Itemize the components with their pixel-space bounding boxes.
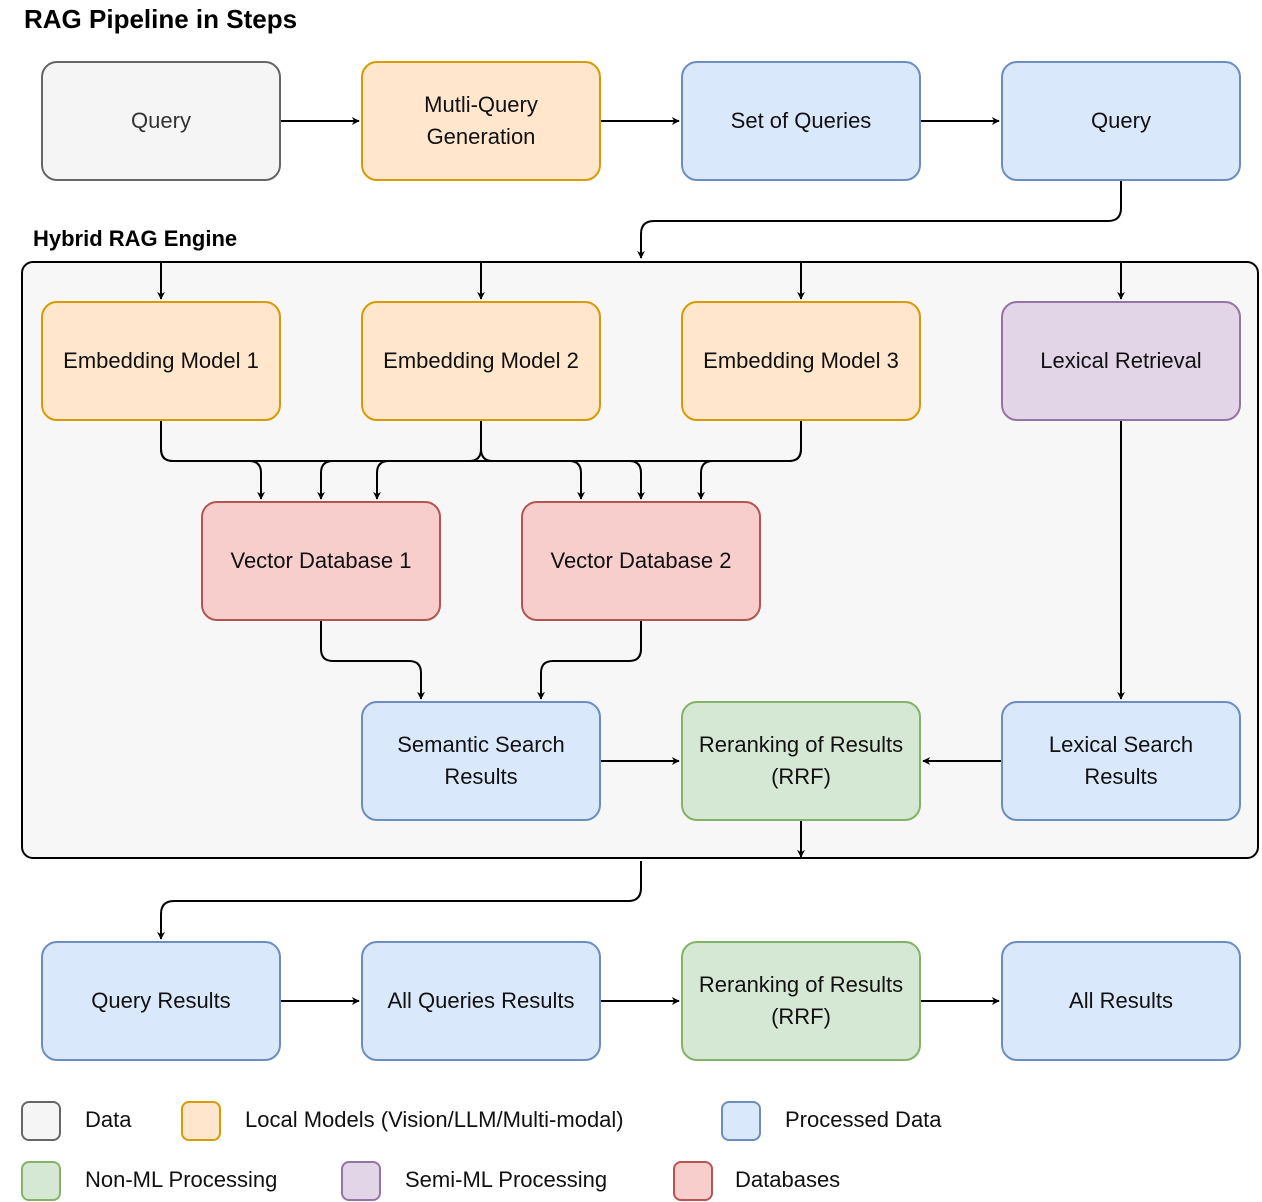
multi-query-generation-node[interactable]: Mutli-Query Generation xyxy=(361,61,601,181)
reranking-inner-node[interactable]: Reranking of Results (RRF) xyxy=(681,701,921,821)
vector-database-1-label: Vector Database 1 xyxy=(230,548,412,573)
query-results-label: Query Results xyxy=(91,988,231,1013)
query-results-node[interactable]: Query Results xyxy=(41,941,281,1061)
lexical-retrieval-node[interactable]: Lexical Retrieval xyxy=(1001,301,1241,421)
embedding-model-3-node[interactable]: Embedding Model 3 xyxy=(681,301,921,421)
arrow-emb1-to-vdb2 xyxy=(160,421,585,500)
embedding-model-1-node[interactable]: Embedding Model 1 xyxy=(41,301,281,421)
vector-database-2-label: Vector Database 2 xyxy=(550,548,732,573)
semantic-search-results-label: Semantic Search Results xyxy=(397,732,565,789)
legend-label-local-models: Local Models (Vision/LLM/Multi-modal) xyxy=(245,1107,624,1132)
embedding-model-1-label: Embedding Model 1 xyxy=(63,348,259,373)
legend-label-non-ml: Non-ML Processing xyxy=(85,1167,278,1192)
lexical-search-results-node[interactable]: Lexical Search Results xyxy=(1001,701,1241,821)
embedding-model-3-label: Embedding Model 3 xyxy=(703,348,899,373)
set-of-queries-label: Set of Queries xyxy=(730,108,872,133)
vector-database-2-node[interactable]: Vector Database 2 xyxy=(521,501,761,621)
embedding-model-2-label: Embedding Model 2 xyxy=(383,348,579,373)
semantic-search-results-node[interactable]: Semantic Search Results xyxy=(361,701,601,821)
legend-swatch-local-models xyxy=(181,1101,221,1141)
legend-swatch-semi-ml xyxy=(341,1161,381,1201)
arrow-emb2-to-vdb2 xyxy=(480,421,645,500)
legend-swatch-processed-data xyxy=(721,1101,761,1141)
query-input-node[interactable]: Query xyxy=(41,61,281,181)
engine-title: Hybrid RAG Engine xyxy=(33,226,238,251)
all-results-node[interactable]: All Results xyxy=(1001,941,1241,1061)
arrow-query-to-engine xyxy=(637,181,1122,259)
reranking-inner-label: Reranking of Results (RRF) xyxy=(698,732,904,789)
legend-label-data: Data xyxy=(85,1107,132,1132)
query-node[interactable]: Query xyxy=(1001,61,1241,181)
all-queries-results-label: All Queries Results xyxy=(387,988,575,1013)
arrow-vdb1-to-semantic xyxy=(320,621,425,700)
embedding-model-2-node[interactable]: Embedding Model 2 xyxy=(361,301,601,421)
lexical-retrieval-label: Lexical Retrieval xyxy=(1040,348,1202,373)
lexical-search-results-label: Lexical Search Results xyxy=(1048,732,1194,789)
legend-swatch-non-ml xyxy=(21,1161,61,1201)
legend-label-processed-data: Processed Data xyxy=(785,1107,942,1132)
reranking-outer-node[interactable]: Reranking of Results (RRF) xyxy=(681,941,921,1061)
legend-label-databases: Databases xyxy=(735,1167,841,1192)
query-input-label: Query xyxy=(131,108,191,133)
all-queries-results-node[interactable]: All Queries Results xyxy=(361,941,601,1061)
legend-swatch-data xyxy=(21,1101,61,1141)
query-label: Query xyxy=(1091,108,1151,133)
legend-label-semi-ml: Semi-ML Processing xyxy=(405,1167,608,1192)
vector-database-1-node[interactable]: Vector Database 1 xyxy=(201,501,441,621)
reranking-outer-label: Reranking of Results (RRF) xyxy=(698,972,904,1029)
arrow-vdb2-to-semantic xyxy=(537,621,642,700)
legend-swatch-databases xyxy=(673,1161,713,1201)
arrow-engine-to-query-results xyxy=(157,861,642,940)
set-of-queries-node[interactable]: Set of Queries xyxy=(681,61,921,181)
all-results-label: All Results xyxy=(1069,988,1173,1013)
page-title: RAG Pipeline in Steps xyxy=(24,4,298,34)
multi-query-generation-label: Mutli-Query Generation xyxy=(424,92,538,149)
arrow-emb3-to-vdb2 xyxy=(697,421,802,500)
